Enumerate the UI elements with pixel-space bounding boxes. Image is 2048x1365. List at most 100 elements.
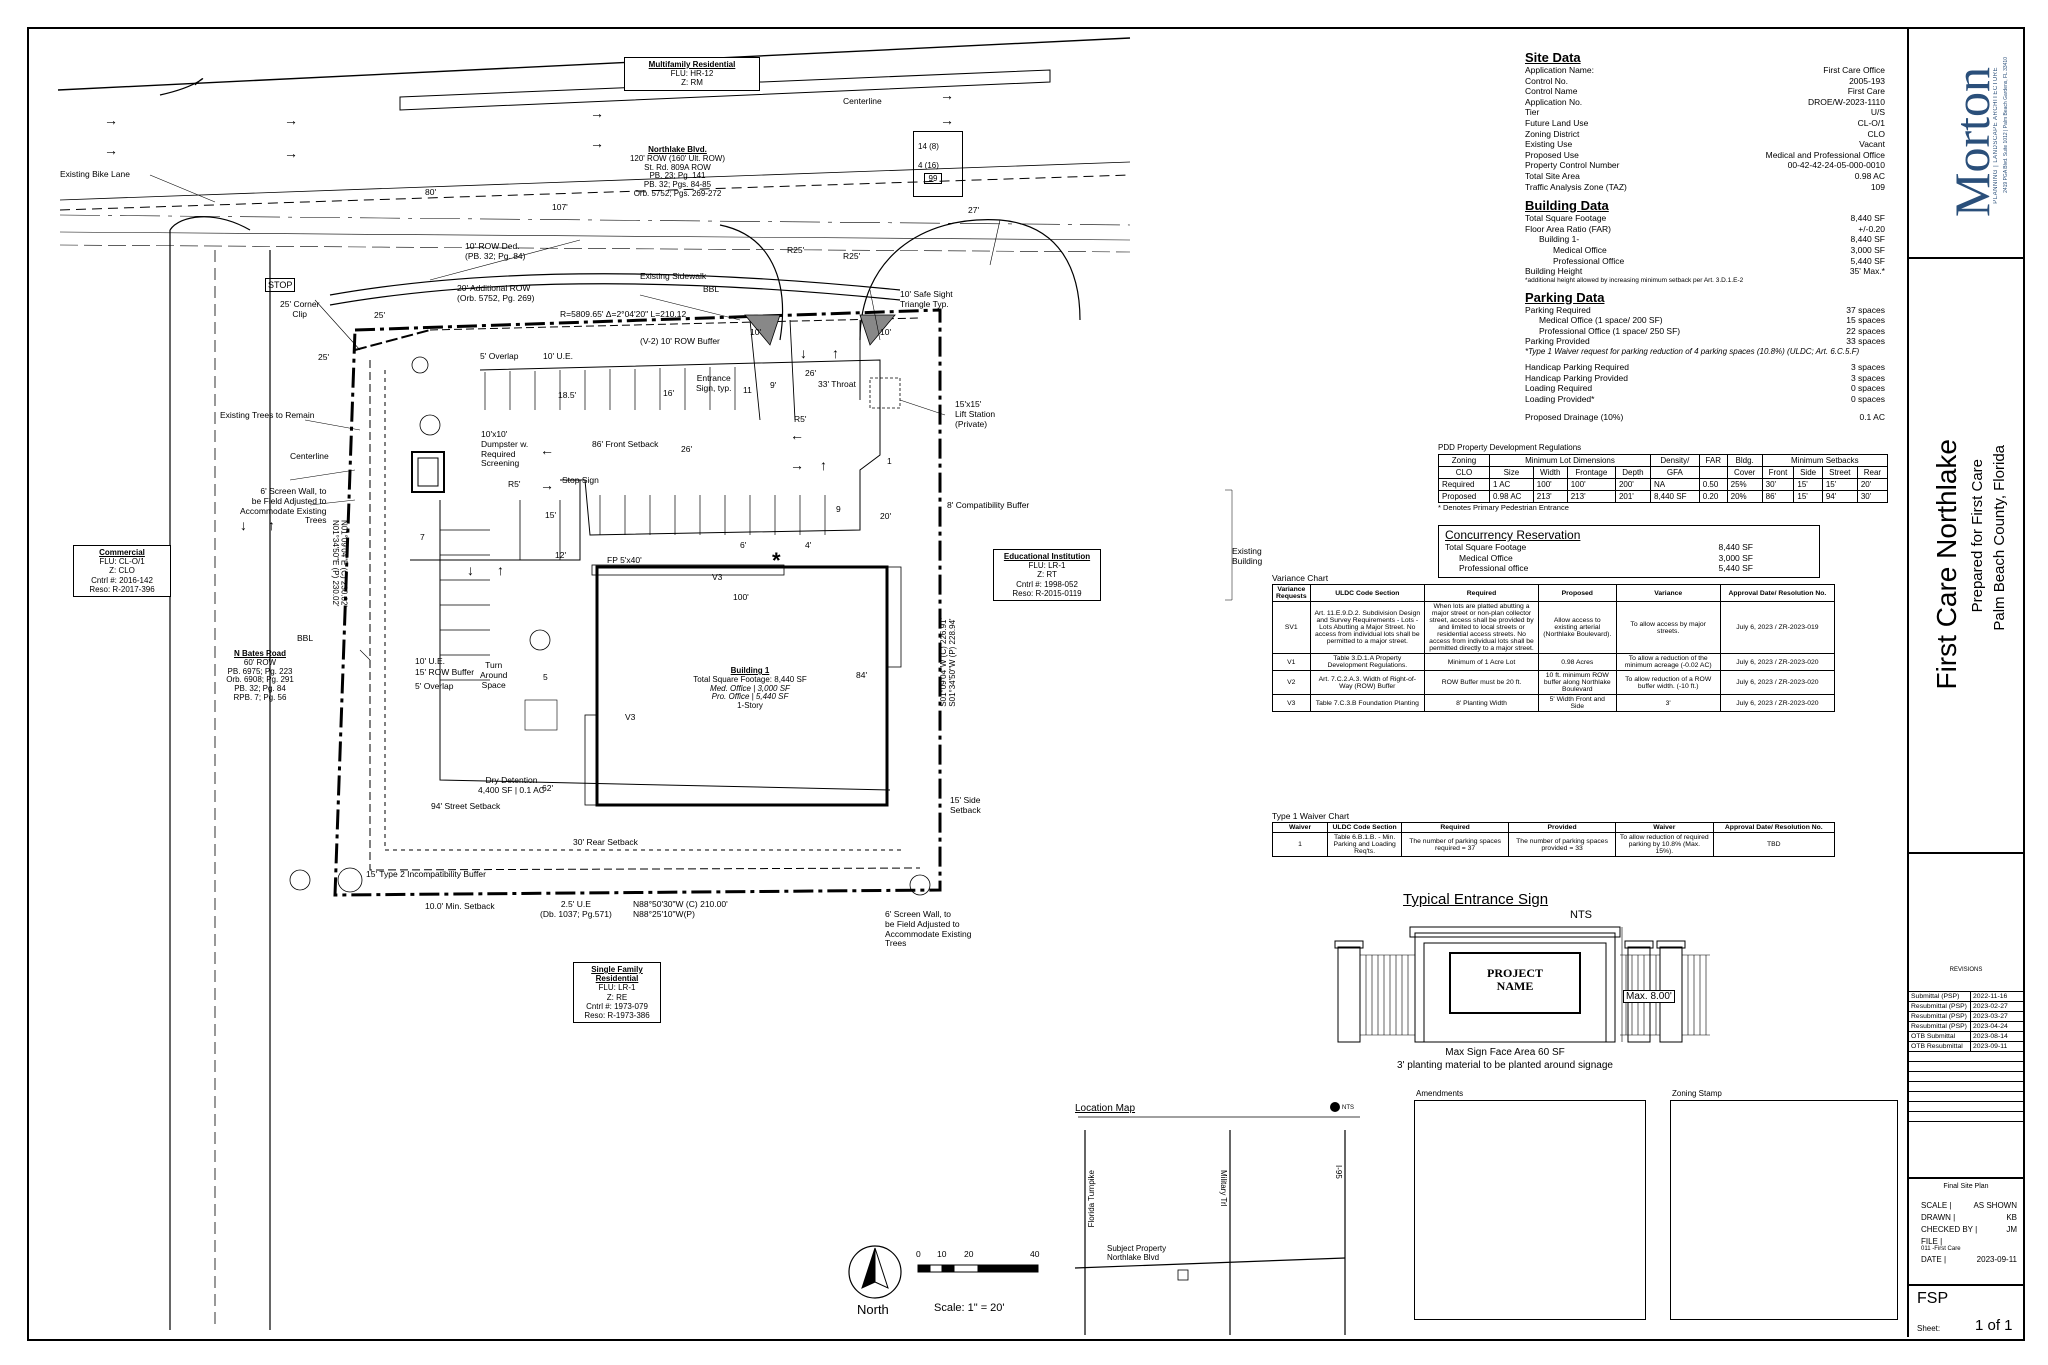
building-data-row-label: Floor Area Ratio (FAR) (1525, 223, 1611, 234)
entrance-sign-label: Entrance Sign, typ. (696, 373, 732, 393)
building-data-row-value: 3,000 SF (1850, 244, 1886, 255)
variance-cell: SV1 (1272, 601, 1311, 654)
site-data-row-value: First Care Office (1823, 65, 1885, 75)
building-data-row: Floor Area Ratio (FAR)+/-0.20 (1525, 224, 1885, 235)
building-data-row-label: Building 1- (1539, 234, 1580, 245)
concurrency-row-label: Total Square Footage (1445, 542, 1527, 552)
variance-cell: To allow access by major streets. (1615, 601, 1721, 654)
site-data-row-value: DROE/W-2023-1110 (1807, 96, 1885, 107)
dumpster-label: 10'x10' Dumpster w. Required Screening (481, 429, 529, 469)
pdd-subheader: Size (1488, 466, 1534, 479)
scale-tick: 0 (916, 1249, 921, 1259)
turnpike-label: Florida Turnpike (1087, 1170, 1096, 1228)
dim-label: 84' (856, 670, 868, 680)
svg-text:↑: ↑ (497, 562, 504, 578)
variance-header: Variance Requests (1272, 584, 1311, 602)
revision-row: Resubmittal (PSP)2023-04-24 (1909, 1021, 2023, 1031)
pdd-cell: 30' (1761, 478, 1795, 491)
parking-data-row-value: 33 spaces (1846, 336, 1885, 347)
dim-label: 4' (805, 540, 812, 550)
site-data-row: Control No.2005-193 (1525, 76, 1885, 87)
pdd-cell: 0.50 (1698, 478, 1728, 491)
checked-field-value: JM (2006, 1225, 2017, 1234)
title-block: Morton PLANNING | LANDSCAPE ARCHITECTURE… (1907, 27, 2023, 1337)
pdd-header: Density/ (1649, 454, 1700, 467)
scale-field-label: SCALE | (1921, 1201, 1952, 1210)
site-data-row-label: Application Name: (1525, 65, 1594, 75)
location-map-title: Location Map (1075, 1103, 1136, 1114)
waiver-header: Approval Date/ Resolution No. (1712, 822, 1836, 833)
northlake-line: St. Rd. 809A ROW (644, 162, 711, 172)
svg-text:→: → (540, 477, 554, 493)
northlake-label: Northlake Blvd. 120' ROW (160' Ult. ROW)… (585, 145, 770, 199)
variance-cell: July 6, 2023 / ZR-2023-020 (1719, 694, 1836, 712)
file-field-label: FILE | (1921, 1237, 1943, 1246)
overlap-label: 5' Overlap (415, 681, 454, 691)
variance-cell: July 6, 2023 / ZR-2023-020 (1719, 670, 1836, 695)
variance-cell: V1 (1272, 653, 1311, 671)
revision-date: 2022-11-16 (1973, 993, 2008, 1000)
educational-line: Cntrl #: 1998-052 (1016, 579, 1078, 589)
pdd-header: FAR (1698, 454, 1728, 467)
svg-text:→: → (104, 112, 118, 128)
multifamily-line: Z: RM (681, 78, 703, 88)
parking-data-title: Parking Data (1525, 289, 1605, 305)
commercial-line: Cntrl #: 2016-142 (91, 575, 153, 585)
revision-label: OTB Resubmittal (1909, 1042, 1971, 1051)
pdd-title: PDD Property Development Regulations (1438, 443, 1582, 452)
front-setback-label: 86' Front Setback (592, 439, 659, 449)
stall-count-label: 9 (836, 504, 841, 514)
single-family-title: Single Family Residential (591, 965, 643, 984)
building-data-row-label: Total Square Footage (1525, 213, 1607, 224)
pdd-cell: 200' (1614, 478, 1651, 491)
bates-line: PB. 32; Pg. 84 (234, 684, 286, 694)
waiver-header: ULDC Code Section (1327, 822, 1403, 833)
site-data-row-label: Proposed Use (1525, 149, 1579, 160)
building-title: Building 1 (730, 666, 770, 675)
centerline-label: Centerline (290, 451, 329, 461)
svg-text:→: → (940, 87, 954, 103)
variance-cell: 10 ft. minimum ROW buffer along Northlak… (1538, 670, 1617, 695)
dim-label: 107' (552, 202, 568, 212)
scale-tick: 10 (937, 1249, 947, 1259)
svg-text:←: ← (790, 427, 804, 443)
i95-label: I-95 (1333, 1165, 1343, 1179)
parking-data-row: Medical Office (1 space/ 200 SF)15 space… (1525, 315, 1885, 326)
revision-row: Resubmittal (PSP)2023-03-27 (1909, 1011, 2023, 1021)
dim-label: 26' (805, 368, 817, 378)
sign-max-height: Max. 8.00' (1623, 990, 1675, 1003)
parking-data-row-value: 37 spaces (1846, 304, 1885, 315)
northlake-line: 120' ROW (160' Ult. ROW) (629, 153, 726, 163)
sign-caption-planting: 3' planting material to be planted aroun… (1397, 1060, 1613, 1071)
concurrency-row-value: 3,000 SF (1718, 552, 1754, 563)
safe-sight-label: 10' Safe Sight Triangle Typ. (900, 289, 953, 309)
variance-cell: Table 7.C.3.B Foundation Planting (1309, 694, 1426, 712)
pdd-subheader: Cover (1726, 466, 1763, 479)
centerline-label: Centerline (843, 96, 882, 106)
pdd-cell: 20% (1726, 490, 1763, 503)
dim-label: 16' (663, 388, 675, 398)
stall-count-label: 5 (543, 672, 548, 682)
variance-cell: ROW Buffer must be 20 ft. (1424, 670, 1539, 695)
zoning-stamp-box (1670, 1100, 1898, 1320)
checked-row: CHECKED BY |JM (1909, 1222, 2023, 1234)
variance-cell: July 6, 2023 / ZR-2023-019 (1719, 601, 1836, 654)
scale-tick: 40 (1030, 1249, 1040, 1259)
svg-text:↓: ↓ (467, 562, 474, 578)
drawn-field-label: DRAWN | (1921, 1213, 1956, 1222)
parking-data-row-label: Parking Provided (1525, 336, 1590, 347)
firm-sub: PLANNING | LANDSCAPE ARCHITECTURE (1993, 67, 1999, 204)
svg-text:→: → (590, 135, 604, 151)
revision-blank-row (1909, 1101, 2023, 1111)
variance-title: Variance Chart (1272, 573, 1329, 583)
side-setback-label: 15' Side Setback (950, 795, 981, 815)
revision-date: 2023-08-14 (1973, 1033, 2008, 1040)
site-data-row-label: Zoning District (1525, 128, 1580, 139)
stall-count-label: 1 (887, 456, 892, 466)
date-row: DATE |2023-09-11 (1909, 1252, 2023, 1264)
